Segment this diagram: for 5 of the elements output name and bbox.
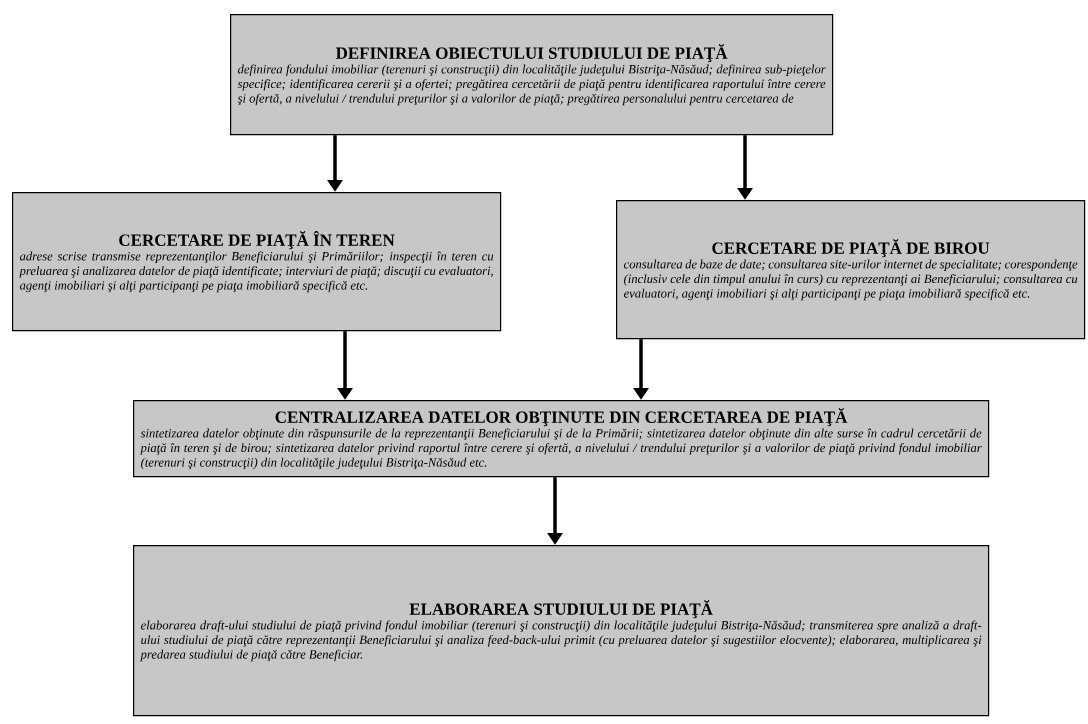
process-box: CERCETARE DE PIAŢĂ ÎN TEREN adrese scrise transmise reprezentanţilor Beneficiarului şi Primăriilor; inspecţii în teren cu preluarea şi analizarea datelor de piaţă identificate; interviuri de piaţă; discuţii cu evaluatori, agenţi imobiliari şi alţi participanţi pe piaţa imobiliară specifică etc.	[12, 192, 502, 332]
process-box: CENTRALIZAREA DATELOR OBŢINUTE DIN CERCETAREA DE PIAŢĂ sintetizarea datelor obţinute din răspunsurile de la reprezentanţii Beneficiarului şi de la Primării; sintetizarea datelor obţinute din alte surse în cadrul cercetării de piaţă în teren şi de birou; sintetizarea datelor privind raportul între cerere şi ofertă, a nivelului / trendului preţurilor şi a valorilor de piaţă privind fondul imobiliar (terenuri şi construcţii) din localităţile judeţului Bistriţa-Năsăud etc.	[133, 400, 990, 478]
process-box: ELABORAREA STUDIULUI DE PIAŢĂ elaborarea draft-ului studiului de piaţă privind fondul imobiliar (terenuri şi construcţii) din localităţile judeţului Bistriţa-Năsăud; transmiterea spre analiză a draft-ului studiului de piaţă către reprezentanţii Beneficiarului şi analiza feed-back-ului primit (cu preluarea datelor şi sugestiilor elocvente); elaborarea, multiplicarea şi predarea studiului de piaţă către Beneficiar.	[133, 545, 990, 717]
process-box: CERCETARE DE PIAŢĂ DE BIROU consultarea de baze de date; consultarea site-urilor internet de specialitate; corespondenţe (inclusiv cele din timpul anului în curs) cu reprezentanţi ai Beneficiarului; consultarea cu evaluatori, agenţi imobiliari şi alţi participanţi pe piaţa imobiliară specifică etc.	[616, 200, 1086, 340]
process-box: DEFINIREA OBIECTULUI STUDIULUI DE PIAŢĂ definirea fondului imobiliar (terenuri şi construcţii) din localităţile judeţului Bistriţa-Năsăud; definirea sub-pieţelor specifice; identificarea cererii şi a ofertei; pregătirea cercetării de piaţă pentru identificarea raportului între cerere şi ofertă, a nivelului / trendului preţurilor şi a valorilor de piaţă; pregătirea personalului pentru cercetarea de	[230, 14, 834, 136]
